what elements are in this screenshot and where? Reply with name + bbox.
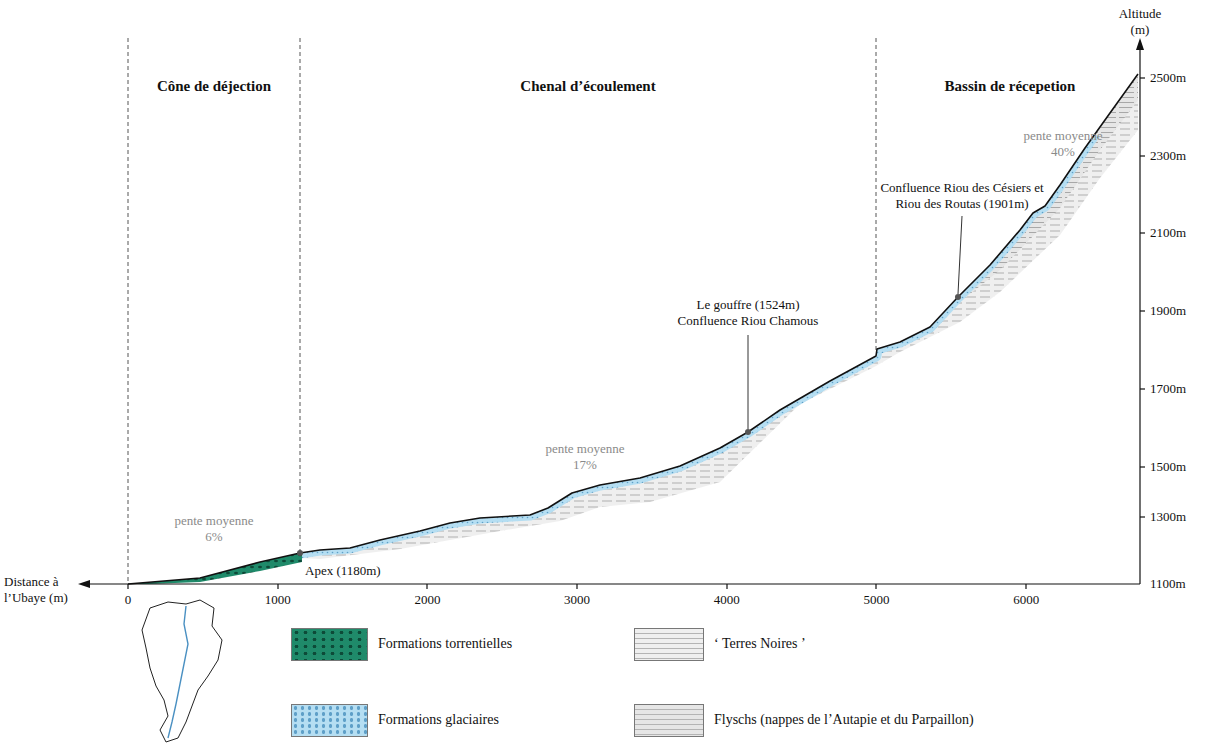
point-label: Apex (1180m) — [305, 563, 415, 579]
point-markers — [297, 294, 961, 556]
basin-inset — [142, 600, 222, 742]
slope-note: pente moyenne 6% — [166, 513, 262, 544]
legend-swatch — [291, 628, 368, 661]
legend-swatch — [634, 628, 704, 661]
altitude-tick: 2300m — [1150, 148, 1206, 164]
axis-title: Altitude (m) — [1108, 6, 1172, 37]
altitude-tick: 1500m — [1150, 459, 1206, 475]
distance-tick: 2000 — [402, 592, 452, 608]
altitude-tick: 1100m — [1150, 576, 1206, 592]
altitude-tick: 1300m — [1150, 509, 1206, 525]
slope-note: pente moyenne 40% — [1015, 128, 1111, 159]
slope-note: pente moyenne 17% — [537, 441, 633, 472]
legend-text: Flyschs (nappes de l’Autapie et du Parpa… — [714, 712, 974, 729]
legend-text: Formations torrentielles — [378, 636, 512, 653]
zone-heading: Cône de déjection — [129, 77, 299, 95]
distance-tick: 1000 — [253, 592, 303, 608]
distance-tick: 0 — [103, 592, 153, 608]
altitude-tick: 1700m — [1150, 381, 1206, 397]
legend-text: Formations glaciaires — [378, 712, 499, 729]
sky — [0, 0, 1138, 584]
legend-text: ‘ Terres Noires ’ — [714, 636, 806, 653]
altitude-tick: 1900m — [1150, 303, 1206, 319]
altitude-tick: 2500m — [1150, 70, 1206, 86]
legend-swatch — [634, 704, 704, 737]
axes — [78, 38, 1145, 589]
surface-line — [128, 74, 1138, 584]
point-label: Confluence Riou des Césiers et Riou des … — [867, 180, 1057, 211]
point-label: Le gouffre (1524m) Confluence Riou Chamo… — [666, 297, 831, 328]
altitude-tick: 2100m — [1150, 225, 1206, 241]
legend-swatch — [291, 704, 368, 737]
distance-tick: 4000 — [702, 592, 752, 608]
zone-separators — [128, 38, 876, 583]
distance-tick: 5000 — [852, 592, 902, 608]
distance-tick: 3000 — [552, 592, 602, 608]
distance-tick: 6000 — [1001, 592, 1051, 608]
zone-heading: Chenal d’écoulement — [488, 77, 688, 95]
axis-title: Distance à l’Ubaye (m) — [4, 574, 78, 605]
zone-heading: Bassin de récepetion — [910, 77, 1110, 95]
